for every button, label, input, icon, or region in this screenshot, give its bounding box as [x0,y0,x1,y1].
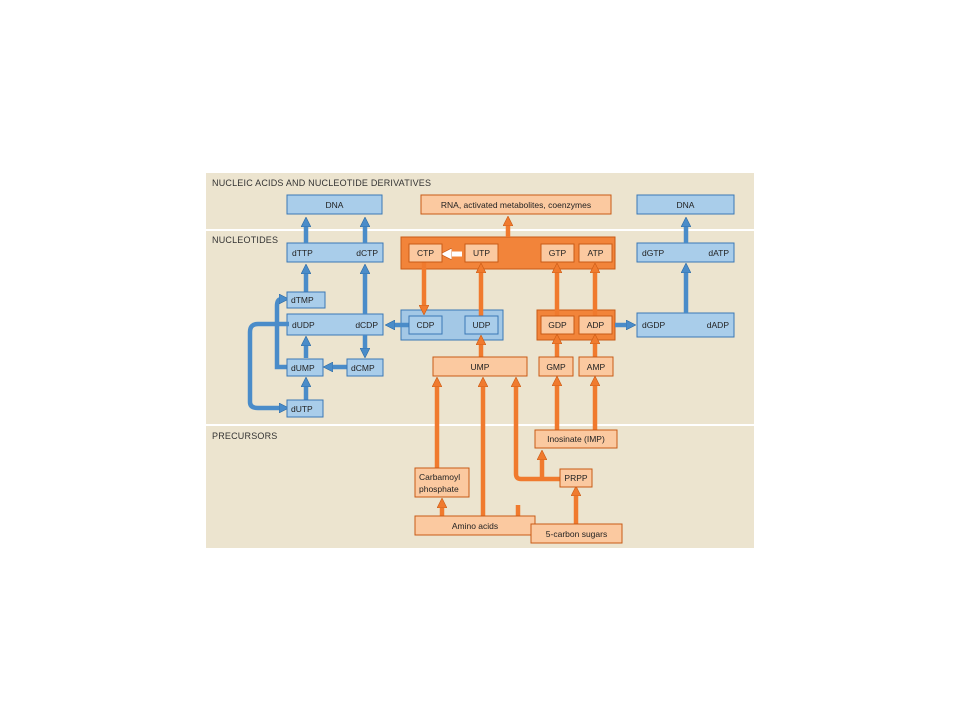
node-amino-acids: Amino acids [414,515,536,536]
svg-text:GDP: GDP [548,320,567,330]
svg-text:UTP: UTP [473,248,490,258]
node-gdp: GDP [540,315,575,335]
svg-text:Amino acids: Amino acids [452,521,498,531]
svg-text:dUTP: dUTP [291,404,313,414]
blue-dttp-dctp-group [286,242,384,263]
node-dttp: dTTP [292,248,313,258]
node-ctp: CTP [408,243,443,263]
arrow-prpp-to-ump [516,382,561,482]
node-dgtp: dGTP [642,248,665,258]
node-dctp: dCTP [356,248,378,258]
svg-text:UMP: UMP [471,362,490,372]
orange-arrows [424,221,595,524]
svg-text:GTP: GTP [549,248,567,258]
node-dutp: dUTP [286,399,324,418]
svg-text:DNA: DNA [677,200,695,210]
svg-text:ATP: ATP [588,248,604,258]
svg-text:Carbamoyl: Carbamoyl [419,472,460,482]
node-dgdp: dGDP [642,320,665,330]
svg-text:DNA: DNA [326,200,344,210]
section-title-derivatives: NUCLEIC ACIDS AND NUCLEOTIDE DERIVATIVES [212,178,431,188]
svg-text:phosphate: phosphate [419,484,459,494]
section-title-nucleotides: NUCLEOTIDES [212,235,278,245]
node-prpp: PRPP [559,468,593,488]
node-dna-right: DNA [636,194,735,215]
svg-text:CDP: CDP [417,320,435,330]
svg-text:AMP: AMP [587,362,606,372]
node-5-carbon-sugars: 5-carbon sugars [530,523,623,544]
node-gmp: GMP [538,356,574,377]
svg-text:dUMP: dUMP [291,363,315,373]
node-ump: UMP [432,356,528,377]
svg-text:ADP: ADP [587,320,605,330]
svg-text:5-carbon sugars: 5-carbon sugars [546,529,607,539]
arrow-dudp-to-dutp [247,321,289,408]
svg-text:GMP: GMP [546,362,566,372]
node-imp: Inosinate (IMP) [534,429,618,449]
node-cdp: CDP [408,315,443,335]
arrow-dump-to-dtmp [274,299,289,370]
node-dcmp: dCMP [346,358,384,377]
svg-text:Inosinate (IMP): Inosinate (IMP) [547,434,605,444]
blue-arrows [247,222,686,408]
node-gtp: GTP [540,243,575,263]
node-adp: ADP [578,315,613,335]
node-dna-left: DNA [286,194,383,215]
node-utp: UTP [464,243,499,263]
node-rna-metabolites: RNA, activated metabolites, coenzymes [420,194,612,215]
svg-text:RNA, activated metabolites, co: RNA, activated metabolites, coenzymes [441,200,591,210]
node-dtmp: dTMP [286,291,326,309]
svg-text:CTP: CTP [417,248,434,258]
section-title-precursors: PRECURSORS [212,431,278,441]
node-dump: dUMP [286,358,324,377]
svg-text:dTMP: dTMP [291,295,314,305]
node-atp: ATP [578,243,613,263]
svg-text:PRPP: PRPP [564,473,587,483]
node-amp: AMP [578,356,614,377]
svg-text:UDP: UDP [473,320,491,330]
svg-text:dCMP: dCMP [351,363,375,373]
node-datp: dATP [708,248,729,258]
node-dudp: dUDP [292,320,315,330]
node-carbamoyl-phosphate: Carbamoyl phosphate [414,467,470,498]
node-dadp: dADP [707,320,730,330]
node-udp: UDP [464,315,499,335]
node-dcdp: dCDP [355,320,378,330]
